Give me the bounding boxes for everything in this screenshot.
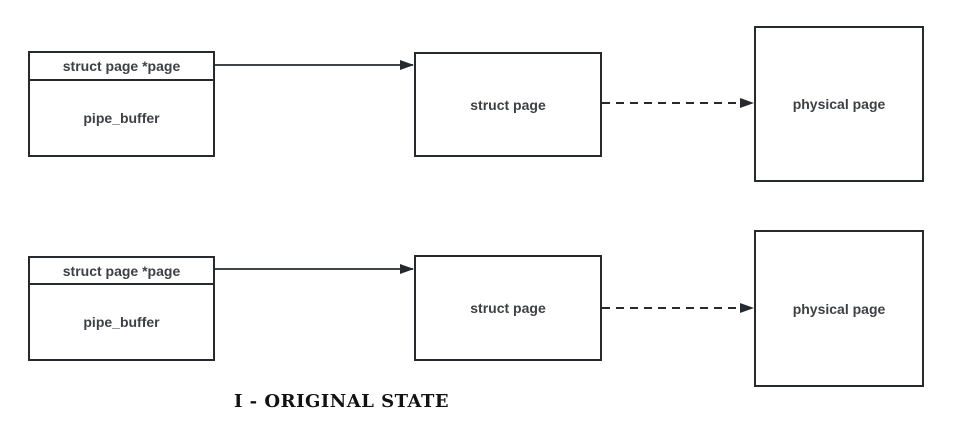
physical-page-box-row2: physical page	[754, 230, 924, 387]
pointer-field-label: struct page *page	[62, 262, 181, 279]
pointer-field-label: struct page *page	[62, 58, 181, 74]
struct-page-label: struct page	[470, 96, 546, 113]
struct-page-box-row1: struct page	[414, 52, 602, 157]
diagram-caption: I - ORIGINAL STATE	[234, 391, 450, 412]
pipe-buffer-label: pipe_buffer	[83, 314, 160, 330]
pipe-buffer-label: pipe_buffer	[83, 110, 160, 126]
physical-page-label: physical page	[792, 300, 886, 317]
physical-page-box-row1: physical page	[754, 26, 924, 182]
pipe-buffer-box-row1: struct page *page pipe_buffer	[28, 51, 215, 157]
pointer-field-row1: struct page *page	[30, 53, 213, 81]
pointer-field-row2: struct page *page	[30, 258, 213, 285]
pipe-buffer-body-row1: pipe_buffer	[30, 81, 213, 155]
physical-page-label: physical page	[792, 96, 886, 112]
struct-page-box-row2: struct page	[414, 255, 602, 361]
pipe-buffer-box-row2: struct page *page pipe_buffer	[28, 256, 215, 361]
struct-page-label: struct page	[470, 300, 546, 316]
pipe-buffer-body-row2: pipe_buffer	[30, 285, 213, 359]
